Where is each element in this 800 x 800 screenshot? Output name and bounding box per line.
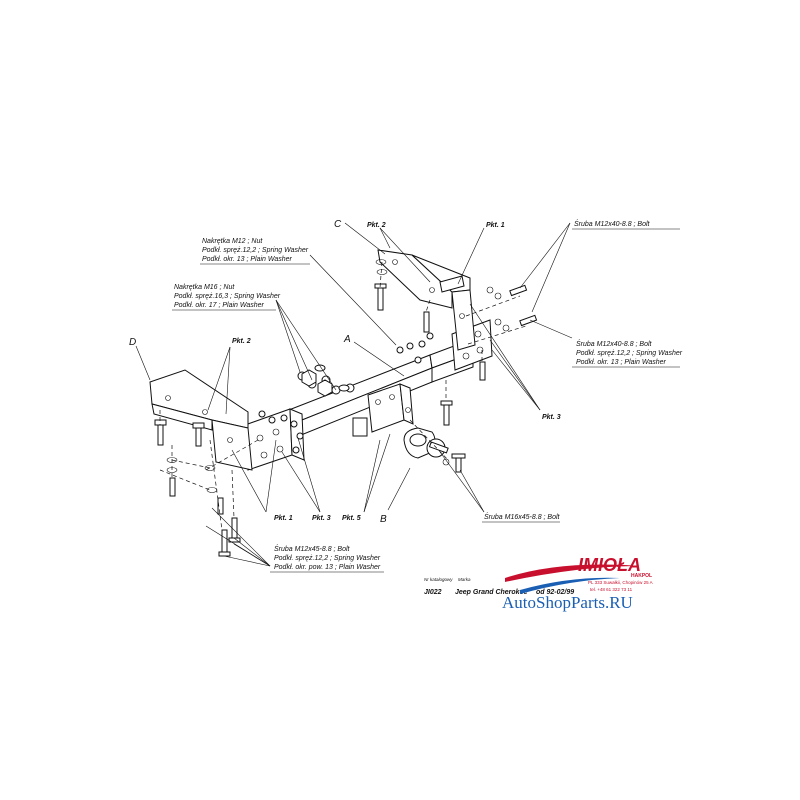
hardware-nuts-center [258,332,434,454]
assembly-lines [159,261,527,531]
watermark-text: AutoShopParts.RU [502,593,633,612]
callout-bolt-right-line3: Podkł. okr. 13 ; Plain Washer [576,359,667,366]
callout-bolt-right: Śruba M12x40-8.8 ; Bolt Podkł. spręż.12,… [576,339,683,366]
callout-nut-m12: Nakrętka M12 ; Nut Podkł. spręż.12,2 ; S… [202,238,309,263]
ref-label-c: C [334,219,342,230]
callout-bolt-bottom-line1: Śruba M12x45-8.8 ; Bolt [274,544,351,553]
brand-address-line1: PL 333 Suwałkii, Chopinów 25 A [588,580,653,585]
callout-nut-m12-line3: Podkł. okr. 13 ; Plain Washer [202,256,293,263]
pkt1-label-top: Pkt. 1 [486,222,505,229]
leader-lines [135,222,573,567]
callout-bolt-bottom: Śruba M12x45-8.8 ; Bolt Podkł. spręż.12,… [274,544,381,571]
callout-bolt-top: Śruba M12x40-8.8 ; Bolt [574,219,651,228]
pkt2-label-left: Pkt. 2 [232,338,251,345]
callout-bolt-top-line1: Śruba M12x40-8.8 ; Bolt [574,219,651,228]
ref-label-d: D [129,337,136,348]
callout-bolt-m16-line1: Śruba M16x45-8.8 ; Bolt [484,512,561,521]
brand-subname: HAKPOL [631,573,652,579]
ball-mount-plate [352,383,414,437]
callout-nut-m16-line1: Nakrętka M16 ; Nut [174,284,235,291]
brand-swoosh-blue [520,577,620,594]
right-bracket [377,249,476,351]
brand-name: IMIOŁA [578,555,641,575]
catalog-marka-label: Marka [458,577,471,582]
callout-bolt-right-line2: Podkł. spręż.12,2 ; Spring Washer [576,350,683,357]
hardware-m16-bolts [428,441,466,473]
catalog-nr-label: Nr katalogowy [424,577,453,582]
callout-nut-m16: Nakrętka M16 ; Nut Podkł. spręż.16,3 ; S… [174,284,281,309]
callout-bolt-m16: Śruba M16x45-8.8 ; Bolt [484,512,561,521]
brand-address-line2: tel. +48 61 322 73 11 [590,587,633,592]
brand-logo: IMIOŁA HAKPOL PL 333 Suwałkii, Chopinów … [505,555,653,594]
callout-nut-m12-line2: Podkł. spręż.12,2 ; Spring Washer [202,247,309,254]
catalog-marka-value: Jeep Grand Cherokee [455,589,527,596]
callout-nut-m16-line2: Podkł. spręż.16,3 ; Spring Washer [174,293,281,300]
pkt3-label-right: Pkt. 3 [542,414,561,421]
tow-ball [403,427,446,459]
callout-bolt-bottom-line2: Podkł. spręż.12,2 ; Spring Washer [274,555,381,562]
catalog-year-value: od 92-02/99 [536,589,574,596]
pkt2-label-top: Pkt. 2 [367,222,386,229]
callout-rules [172,228,680,573]
pkt1-label-bottom: Pkt. 1 [274,515,293,522]
brand-swoosh [505,564,640,582]
pkt3-label-bottom: Pkt. 3 [312,515,331,522]
callout-bolt-right-line1: Śruba M12x40-8.8 ; Bolt [576,339,653,348]
hardware-m16-nuts [301,364,350,397]
pkt5-label-bottom: Pkt. 5 [342,515,361,522]
catalog-info: Nr katalogowy Marka JI022 Jeep Grand Che… [424,577,574,596]
catalog-nr-value: JI022 [424,589,442,596]
ref-label-a: A [343,334,351,345]
callout-nut-m12-line1: Nakrętka M12 ; Nut [202,238,263,245]
callout-bolt-bottom-line3: Podkł. okr. pow. 13 ; Plain Washer [274,564,381,571]
ref-label-b: B [380,514,387,525]
callout-nut-m16-line3: Podkł. okr. 17 ; Plain Washer [174,302,265,309]
